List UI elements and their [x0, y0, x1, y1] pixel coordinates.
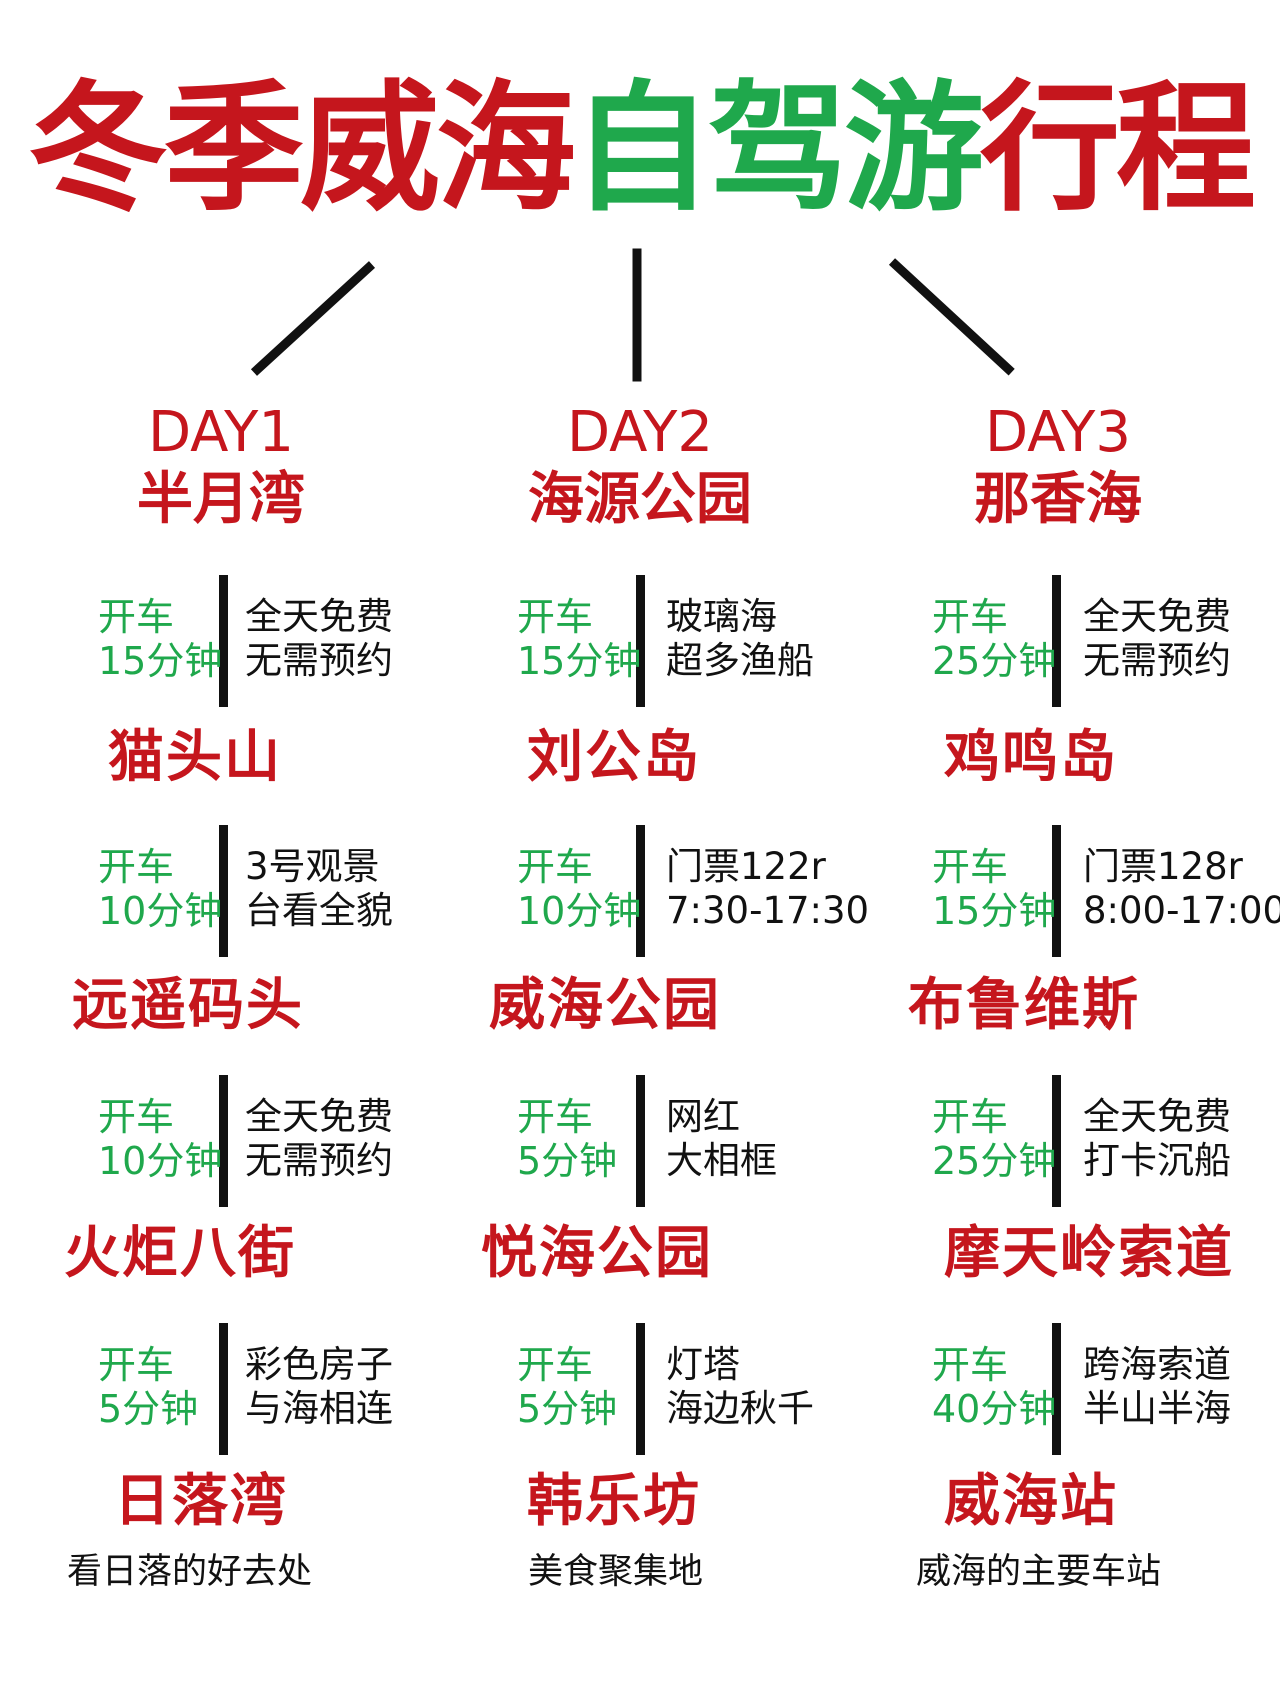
leg-note-line-2: 无需预约	[245, 1139, 393, 1182]
leg-note-line-2: 半山半海	[1083, 1387, 1231, 1430]
day-start-place: 海源公园	[528, 467, 752, 532]
leg-note-line-2: 超多渔船	[666, 639, 814, 682]
divider-bar	[1052, 825, 1061, 957]
divider-bar	[1052, 575, 1061, 707]
destination-name: 刘公岛	[527, 725, 701, 790]
leg-note-line-2: 7:30-17:30	[666, 889, 870, 932]
destination-name: 火炬八街	[64, 1221, 296, 1286]
destination-name: 鸡鸣岛	[944, 725, 1118, 790]
drive-label: 开车	[98, 595, 175, 639]
drive-time: 10分钟	[517, 889, 642, 933]
day-footer-note: 看日落的好去处	[67, 1552, 313, 1592]
destination-name: 摩天岭索道	[944, 1221, 1234, 1286]
leg-note-line-1: 全天免费	[245, 595, 393, 638]
destination-name: 日落湾	[114, 1469, 288, 1534]
destination-name: 威海站	[944, 1469, 1118, 1534]
leg-note-line-1: 全天免费	[1083, 1095, 1231, 1138]
leg-note-line-1: 网红	[666, 1095, 740, 1138]
drive-label: 开车	[517, 595, 594, 639]
drive-label: 开车	[98, 1343, 175, 1387]
divider-bar	[636, 1323, 645, 1455]
day-start-place: 半月湾	[137, 467, 305, 532]
drive-label: 开车	[932, 1343, 1009, 1387]
leg-note-line-1: 3号观景	[245, 845, 380, 888]
leg-note-line-1: 跨海索道	[1083, 1343, 1231, 1386]
connector-line-day3	[888, 257, 1016, 376]
leg-note-line-2: 无需预约	[1083, 639, 1231, 682]
drive-label: 开车	[932, 845, 1009, 889]
drive-label: 开车	[517, 1343, 594, 1387]
drive-time: 10分钟	[98, 1139, 223, 1183]
leg-note-line-2: 大相框	[666, 1139, 777, 1182]
leg-note-line-1: 彩色房子	[245, 1343, 393, 1386]
page-title: 冬季威海自驾游行程	[0, 75, 1280, 225]
day-footer-note: 威海的主要车站	[916, 1552, 1162, 1592]
drive-label: 开车	[932, 1095, 1009, 1139]
title-part-1: 冬季威海	[27, 68, 576, 231]
drive-label: 开车	[517, 845, 594, 889]
day-label: DAY1	[148, 400, 294, 465]
leg-note-line-2: 8:00-17:00	[1083, 889, 1280, 932]
destination-name: 韩乐坊	[527, 1469, 701, 1534]
connector-line-day1	[250, 260, 376, 376]
divider-bar	[1052, 1075, 1061, 1207]
drive-label: 开车	[98, 1095, 175, 1139]
destination-name: 远遥码头	[72, 973, 304, 1038]
leg-note-line-2: 无需预约	[245, 639, 393, 682]
day-label: DAY3	[985, 400, 1131, 465]
day-start-place: 那香海	[974, 467, 1142, 532]
divider-bar	[636, 825, 645, 957]
divider-bar	[219, 825, 228, 957]
divider-bar	[636, 1075, 645, 1207]
drive-label: 开车	[517, 1095, 594, 1139]
drive-time: 25分钟	[932, 639, 1057, 683]
leg-note-line-1: 灯塔	[666, 1343, 740, 1386]
divider-bar	[636, 575, 645, 707]
drive-time: 15分钟	[932, 889, 1057, 933]
divider-bar	[1052, 1323, 1061, 1455]
connector-line-day2	[632, 248, 642, 381]
drive-label: 开车	[932, 595, 1009, 639]
divider-bar	[219, 1323, 228, 1455]
leg-note-line-1: 玻璃海	[666, 595, 777, 638]
drive-time: 15分钟	[517, 639, 642, 683]
leg-note-line-1: 全天免费	[245, 1095, 393, 1138]
title-part-2: 自驾游	[571, 68, 984, 231]
drive-time: 10分钟	[98, 889, 223, 933]
leg-note-line-1: 全天免费	[1083, 595, 1231, 638]
leg-note-line-2: 台看全貌	[245, 889, 393, 932]
day-footer-note: 美食聚集地	[528, 1552, 704, 1592]
drive-time: 5分钟	[98, 1387, 199, 1431]
drive-time: 40分钟	[932, 1387, 1057, 1431]
day-label: DAY2	[567, 400, 713, 465]
destination-name: 悦海公园	[481, 1221, 713, 1286]
leg-note-line-2: 与海相连	[245, 1387, 393, 1430]
drive-time: 5分钟	[517, 1387, 618, 1431]
destination-name: 布鲁维斯	[908, 973, 1140, 1038]
leg-note-line-2: 打卡沉船	[1083, 1139, 1231, 1182]
drive-time: 15分钟	[98, 639, 223, 683]
destination-name: 猫头山	[108, 725, 282, 790]
divider-bar	[219, 575, 228, 707]
destination-name: 威海公园	[489, 973, 721, 1038]
drive-time: 5分钟	[517, 1139, 618, 1183]
drive-label: 开车	[98, 845, 175, 889]
title-part-3: 行程	[980, 68, 1256, 231]
drive-time: 25分钟	[932, 1139, 1057, 1183]
leg-note-line-2: 海边秋千	[666, 1387, 814, 1430]
leg-note-line-1: 门票128r	[1083, 845, 1243, 888]
divider-bar	[219, 1075, 228, 1207]
leg-note-line-1: 门票122r	[666, 845, 826, 888]
